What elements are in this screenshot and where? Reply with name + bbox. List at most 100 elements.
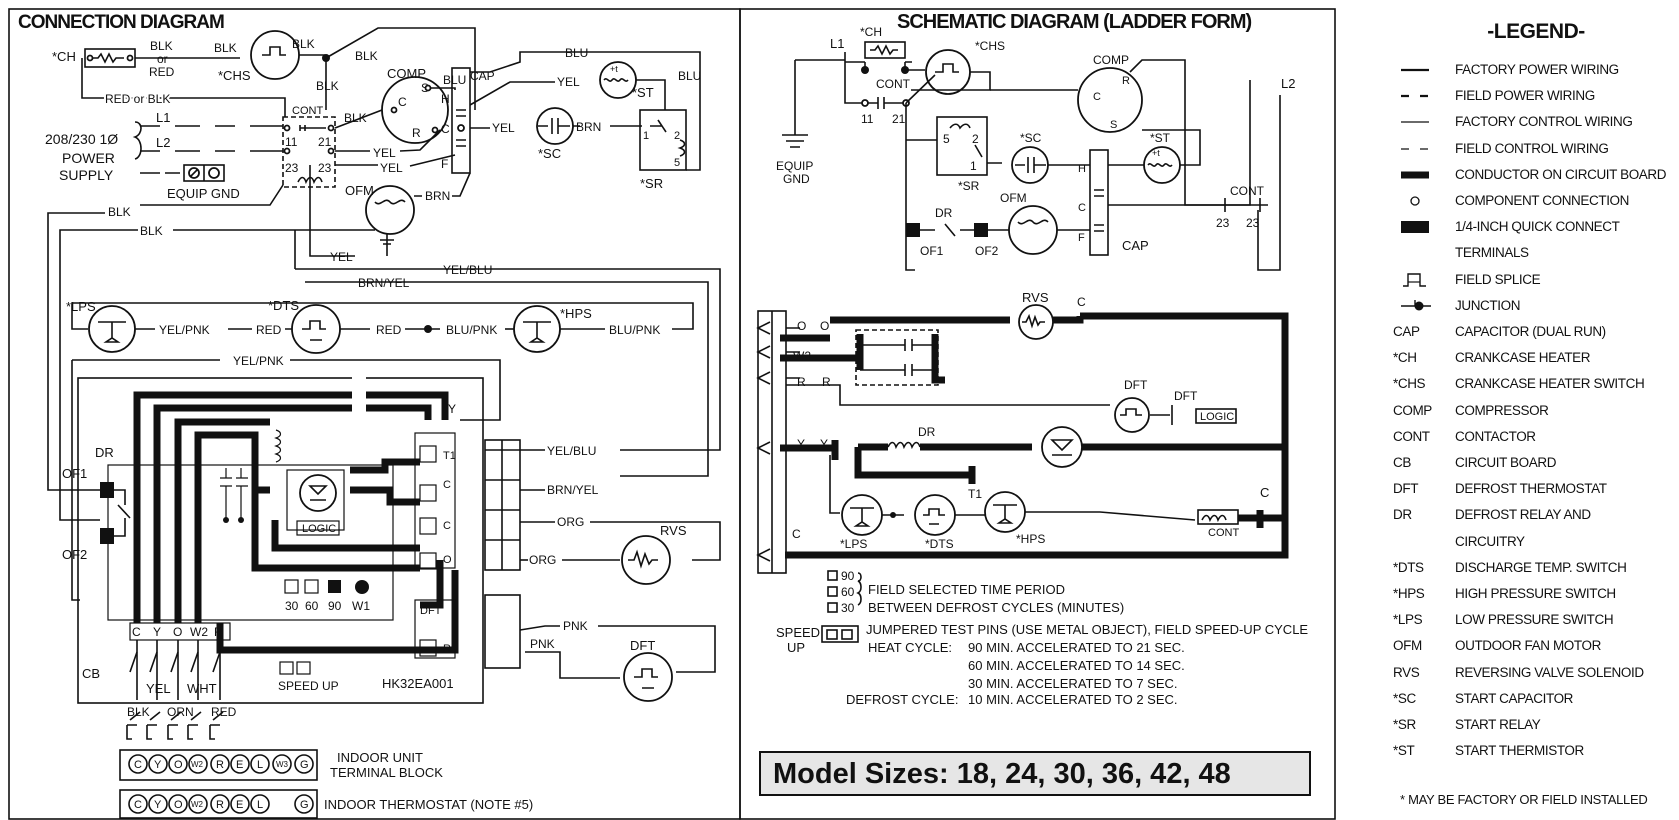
conn-l2: L2 xyxy=(156,135,170,150)
sch-dft xyxy=(1114,397,1150,433)
schematic-diagram: SCHEMATIC DIAGRAM (LADDER FORM) *CH L1 *… xyxy=(756,11,1311,796)
legend-abbrev: *SR xyxy=(1393,717,1416,732)
wire-blu-3: BLU xyxy=(678,69,701,83)
svg-text:S: S xyxy=(1110,119,1117,131)
svg-text:C: C xyxy=(134,799,142,811)
connection-panel-border xyxy=(8,8,741,820)
svg-text:21: 21 xyxy=(318,135,332,149)
legend-text: JUNCTION xyxy=(1455,297,1521,313)
legend-abbrev: COMP xyxy=(1393,402,1432,418)
svg-text:F: F xyxy=(441,157,448,171)
dft-thermostat-conn xyxy=(623,652,673,702)
legend-text: DEFROST THERMOSTAT xyxy=(1455,481,1607,497)
sch-ch xyxy=(864,41,906,59)
time-period-block: 90 60 30 FIELD SELECTED TIME PERIOD BETW… xyxy=(827,569,1124,615)
svg-text:90 MIN. ACCELERATED TO 21 SEC.: 90 MIN. ACCELERATED TO 21 SEC. xyxy=(968,640,1185,655)
sch-chs xyxy=(925,49,971,95)
indoor-thermostat: INDOOR THERMOSTAT (NOTE #5) xyxy=(324,797,533,812)
svg-text:R: R xyxy=(216,759,224,771)
lps-label: *LPS xyxy=(66,299,96,314)
svg-text:23: 23 xyxy=(285,161,299,175)
sch-dts-label: *DTS xyxy=(925,537,954,551)
ch-label: *CH xyxy=(52,49,76,64)
legend-text: HIGH PRESSURE SWITCH xyxy=(1455,586,1616,601)
wire-blk-6: BLK xyxy=(344,111,367,125)
svg-text:W1: W1 xyxy=(352,599,370,613)
sch-of1: OF1 xyxy=(920,244,944,258)
svg-text:JUMPERED TEST PINS (USE METAL: JUMPERED TEST PINS (USE METAL OBJECT), F… xyxy=(866,622,1308,637)
st-thermistor xyxy=(599,61,637,99)
svg-text:C: C xyxy=(1093,91,1101,103)
svg-text:O: O xyxy=(173,625,182,639)
legend-text: DISCHARGE TEMP. SWITCH xyxy=(1455,559,1627,575)
power-supply-1: 208/230 1Ø xyxy=(45,131,118,147)
legend-text: FIELD SPLICE xyxy=(1455,271,1541,287)
sch-capacitor xyxy=(1089,149,1109,256)
svg-text:F: F xyxy=(1078,232,1085,244)
of2-label: OF2 xyxy=(62,547,87,562)
svg-text:Y: Y xyxy=(154,799,162,811)
svg-text:+t: +t xyxy=(610,64,618,74)
wire-or: or xyxy=(157,52,168,66)
sch-sc-label: *SC xyxy=(1020,131,1042,145)
sch-logic: LOGIC xyxy=(1200,411,1234,423)
svg-text:23: 23 xyxy=(1246,216,1260,230)
sch-compressor xyxy=(1077,67,1143,133)
sch-start-relay xyxy=(936,116,988,176)
legend-abbrev: *CHS xyxy=(1393,376,1426,392)
svg-text:5: 5 xyxy=(943,132,950,146)
wire-wht: WHT xyxy=(187,681,217,696)
wire-pnk-2: PNK xyxy=(530,637,555,651)
time-period-line2: BETWEEN DEFROST CYCLES (MINUTES) xyxy=(868,600,1124,615)
svg-text:60: 60 xyxy=(305,599,319,613)
svg-text:Y: Y xyxy=(797,437,805,451)
svg-text:23: 23 xyxy=(318,161,332,175)
wire-blk-8: BLK xyxy=(140,224,163,238)
legend-text: CRANKCASE HEATER xyxy=(1455,350,1591,366)
chs-label: *CHS xyxy=(218,68,251,83)
svg-text:G: G xyxy=(300,799,309,811)
wire-red-3: RED xyxy=(376,323,402,337)
legend-text: FACTORY CONTROL WIRING xyxy=(1455,114,1633,130)
svg-text:11: 11 xyxy=(285,135,298,149)
sch-hps-label: *HPS xyxy=(1016,532,1045,546)
wire-blk-2: BLK xyxy=(214,41,237,55)
schematic-panel-border xyxy=(739,8,1336,820)
legend-text: OUTDOOR FAN MOTOR xyxy=(1455,638,1601,654)
svg-text:C: C xyxy=(1260,485,1269,500)
sch-st-label: *ST xyxy=(1150,131,1171,145)
power-supply-3: SUPPLY xyxy=(59,167,114,183)
legend-text: DEFROST RELAY AND xyxy=(1455,507,1591,523)
svg-text:C: C xyxy=(398,95,407,109)
wire-red-2: RED xyxy=(256,323,282,337)
svg-text:C: C xyxy=(1077,295,1086,309)
svg-text:HEAT CYCLE:: HEAT CYCLE: xyxy=(868,640,952,655)
legend-text: TERMINALS xyxy=(1455,245,1529,261)
sch-cap-label: CAP xyxy=(1122,238,1149,253)
legend-text: CAPACITOR (DUAL RUN) xyxy=(1455,324,1606,339)
conn-dft-label: DFT xyxy=(630,638,655,653)
wire-red-4: RED xyxy=(211,705,237,719)
legend-text: REVERSING VALVE SOLENOID xyxy=(1455,664,1644,680)
svg-text:C: C xyxy=(132,625,141,639)
dts-switch xyxy=(291,304,341,354)
sch-cont3-label: CONT xyxy=(1208,527,1239,539)
svg-text:R: R xyxy=(216,799,224,811)
legend-text: CONTACTOR xyxy=(1455,428,1536,444)
svg-text:2: 2 xyxy=(972,132,979,146)
svg-text:C: C xyxy=(792,527,801,541)
connection-title: CONNECTION DIAGRAM xyxy=(18,12,224,33)
svg-text:O: O xyxy=(174,759,183,771)
svg-text:W3: W3 xyxy=(276,760,289,769)
rvs-coil-conn xyxy=(621,535,671,585)
of1-label: OF1 xyxy=(62,466,87,481)
sch-dts xyxy=(914,494,956,536)
sch-rvs-label: RVS xyxy=(1022,290,1049,305)
wire-blu-2: BLU xyxy=(565,46,588,60)
sch-comp-label: COMP xyxy=(1093,53,1129,67)
legend-abbrev: *SC xyxy=(1393,690,1416,706)
svg-text:SPEED: SPEED xyxy=(776,625,820,640)
sch-sr-label: *SR xyxy=(958,179,980,193)
sch-chs-label: *CHS xyxy=(975,39,1005,53)
tb-unit-circles: C Y O W2 R E L W3 G xyxy=(128,754,314,774)
